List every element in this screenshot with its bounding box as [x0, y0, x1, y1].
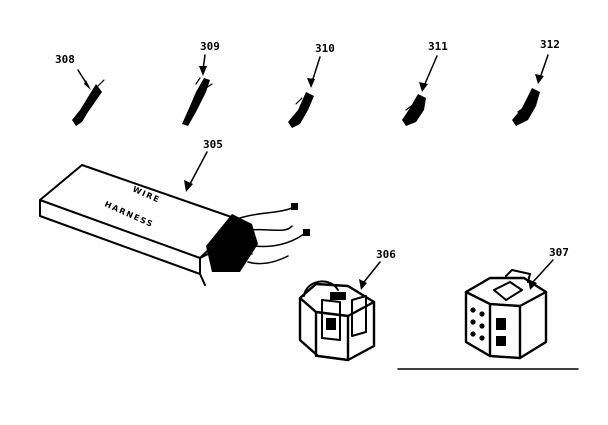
- pin-hole: [479, 323, 485, 329]
- part-number-311: 311: [428, 40, 448, 53]
- terminal-body-310: [288, 92, 314, 128]
- wire-lead-bottom: [253, 233, 305, 248]
- arrowhead-306: [359, 279, 367, 290]
- pin-hole: [470, 319, 476, 325]
- part-number-312: 312: [540, 38, 560, 51]
- terminal-body-312: [512, 88, 540, 126]
- terminal-309: 309: [182, 40, 220, 126]
- arrowhead-309: [199, 66, 207, 76]
- part-number-306: 306: [376, 248, 396, 261]
- leader-305: [189, 151, 208, 185]
- terminal-body-308: [72, 84, 102, 126]
- pin-hole: [470, 307, 476, 313]
- wire-harness-box-305: 305 WIRE HARNESS: [39, 138, 310, 286]
- connector-block-307: 307: [464, 246, 569, 360]
- arrowhead-311: [419, 82, 428, 92]
- box-front-face: [39, 199, 201, 275]
- terminal-311: 311: [402, 40, 448, 126]
- part-number-308: 308: [55, 53, 75, 66]
- wire-terminal-bottom: [303, 229, 310, 236]
- leader-311: [423, 55, 438, 87]
- pin-hole: [470, 331, 476, 337]
- arrowhead-312: [535, 74, 544, 84]
- wire-lead-top: [239, 207, 293, 219]
- leader-310: [311, 56, 321, 83]
- part-number-309: 309: [200, 40, 220, 53]
- arrowhead-310: [307, 78, 315, 88]
- connector-307-tab: [505, 269, 531, 283]
- connector-block-306: 306: [298, 248, 396, 362]
- coiled-wires: [206, 214, 258, 272]
- connector-306-latch: [303, 280, 339, 297]
- pin-hole: [479, 311, 485, 317]
- connector-307-outline: [464, 276, 548, 360]
- wire-terminal-top: [291, 203, 298, 210]
- part-number-307: 307: [549, 246, 569, 259]
- leader-307: [532, 259, 554, 283]
- connector-306-outline: [298, 282, 376, 362]
- terminal-body-309: [182, 78, 210, 126]
- part-number-305: 305: [203, 138, 223, 151]
- terminal-312: 312: [512, 38, 560, 126]
- leader-306: [363, 261, 381, 283]
- arrowhead-308: [84, 80, 91, 90]
- arrowhead-305: [184, 180, 193, 192]
- terminal-308: 308: [55, 53, 105, 126]
- terminal-310: 310: [288, 42, 335, 128]
- leader-312: [539, 54, 549, 79]
- part-number-310: 310: [315, 42, 335, 55]
- pin-hole: [479, 335, 485, 341]
